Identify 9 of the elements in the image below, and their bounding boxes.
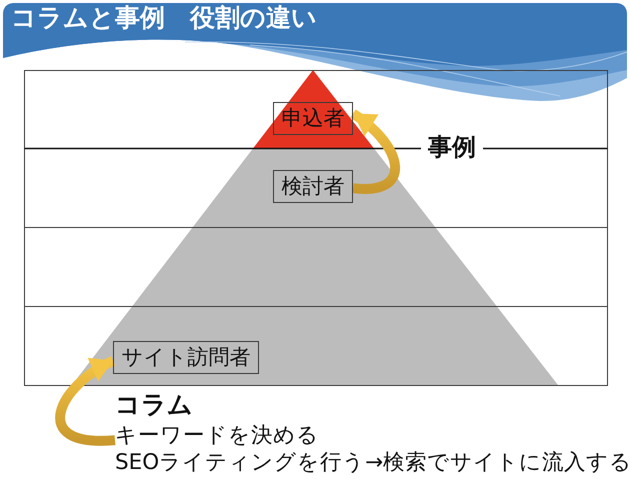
curved-arrow bbox=[55, 356, 116, 446]
heading: コラム bbox=[115, 389, 193, 421]
tier-label-box: サイト訪問者 bbox=[113, 341, 259, 374]
title: コラムと事例 役割の違い bbox=[11, 2, 317, 34]
text-line: SEOライティングを行う→検索でサイトに流入する bbox=[115, 449, 630, 476]
tier-label-box: 申込者 bbox=[273, 102, 353, 135]
tier-label-box: 検討者 bbox=[273, 170, 353, 203]
text-line: キーワードを決める bbox=[115, 422, 319, 449]
section-label: 事例 bbox=[421, 132, 483, 162]
